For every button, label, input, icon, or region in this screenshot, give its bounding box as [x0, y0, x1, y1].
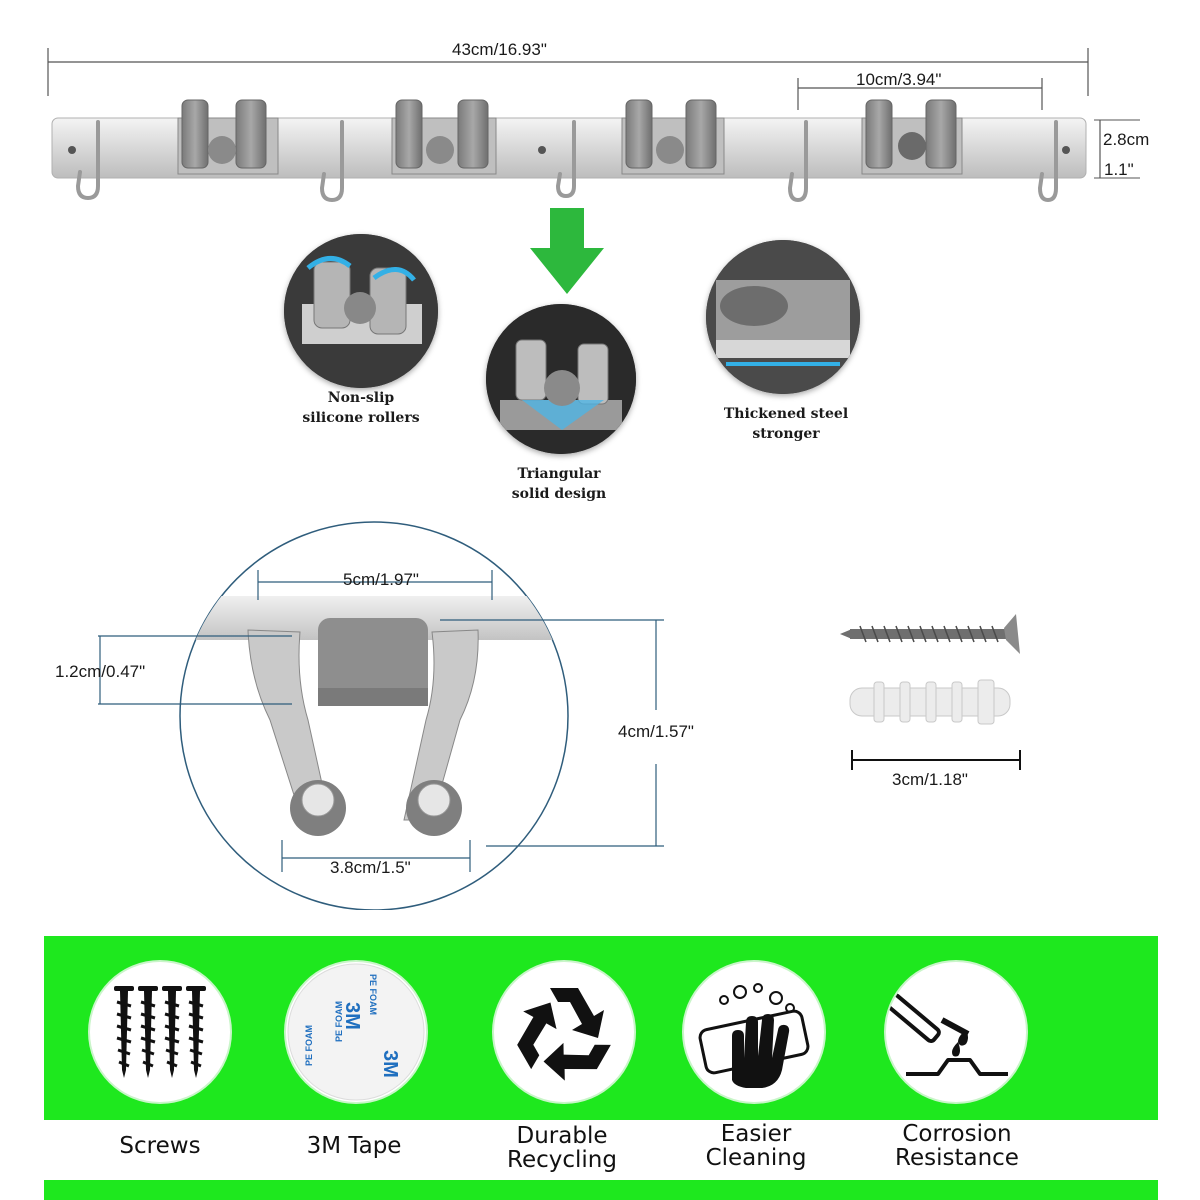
benefit-label-cleaning: Easier Cleaning: [705, 1121, 807, 1171]
benefit-label-corrosion: Corrosion Resistance: [895, 1121, 1019, 1171]
steel-plate-icon: [706, 240, 860, 394]
screws-icon: [90, 962, 230, 1102]
clip-height-label: 4cm/1.57": [618, 722, 694, 741]
clip-4: [861, 99, 963, 175]
tape-material-text-3: PE FOAM: [304, 1025, 314, 1066]
clip-1: [177, 99, 279, 175]
tape-material-text-1: PE FOAM: [368, 974, 378, 1015]
clip-2: [391, 99, 497, 175]
chemical-drop-icon: [886, 962, 1026, 1102]
feature-label-rollers: Non-slip silicone rollers: [302, 390, 420, 426]
tape-brand-text-1: 3M: [341, 1002, 363, 1030]
height-in-label: 1.1": [1104, 160, 1134, 179]
triangle-clip-icon: [486, 304, 636, 454]
feature-label-steel: Thickened steel stronger: [723, 406, 849, 442]
tape-brand-text-2: 3M: [379, 1050, 401, 1078]
rack-illustration: [47, 48, 1140, 203]
hand-wash-icon: [684, 962, 824, 1102]
roller-width-label: 5cm/1.97": [343, 570, 419, 589]
anchor-length-label: 3cm/1.18": [892, 770, 968, 789]
total-length-label: 43cm/16.93": [452, 40, 547, 59]
benefits-label-strip: [44, 1120, 1158, 1180]
rack-section: 43cm/16.93" 10cm/3.94" 2.8cm 1.1": [0, 0, 1200, 210]
clip-base-label: 3.8cm/1.5": [330, 858, 411, 877]
bottom-band: [44, 1180, 1158, 1200]
clip-spacing-label: 10cm/3.94": [856, 70, 942, 89]
clip-3: [621, 99, 725, 175]
feature-label-triangle: Triangular solid design: [511, 466, 607, 502]
down-arrow-icon: [528, 208, 606, 298]
clip-detail-illustration: [0, 520, 800, 911]
roller-gap-label: 1.2cm/0.47": [55, 662, 146, 681]
benefit-label-tape: 3M Tape: [306, 1133, 402, 1159]
height-cm-label: 2.8cm: [1103, 130, 1150, 149]
tape-material-text-2: PE FOAM: [334, 1001, 344, 1042]
screw-anchor-illustration: [840, 604, 1040, 784]
recycle-icon: [494, 962, 634, 1102]
benefit-label-screws: Screws: [119, 1133, 201, 1159]
tape-roll-icon: 3M PE FOAM 3M PE FOAM PE FOAM: [286, 962, 426, 1102]
roller-closeup-icon: [284, 234, 438, 388]
benefit-label-recycling: Durable Recycling: [507, 1123, 617, 1173]
